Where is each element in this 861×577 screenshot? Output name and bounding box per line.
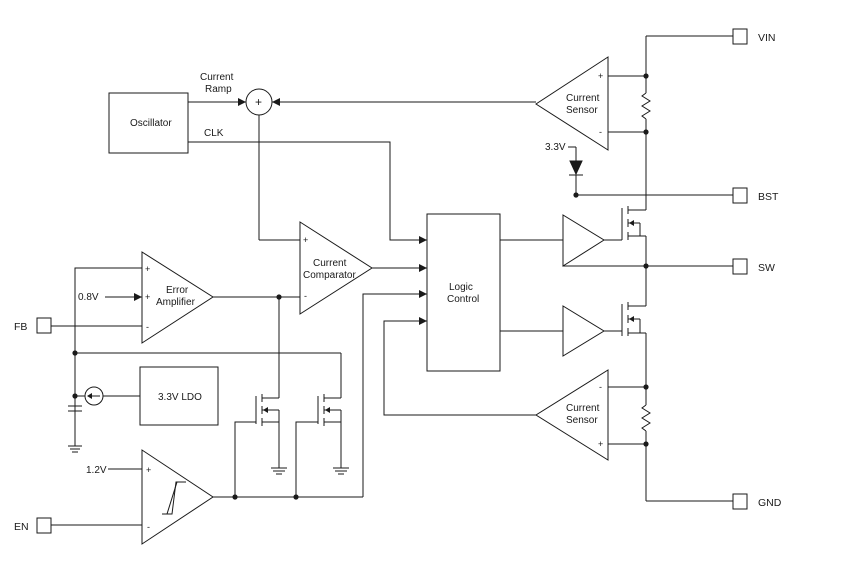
current-ramp-label: Current Ramp: [200, 72, 234, 95]
error-amplifier: + + - Error Amplifier: [141, 251, 214, 344]
ref-12v-label: 1.2V: [86, 465, 107, 476]
bootstrap-diode: 3.3V: [545, 142, 583, 195]
svg-text:Current: Current: [566, 93, 600, 104]
svg-text:+: +: [146, 465, 151, 475]
pin-fb: FB: [14, 317, 52, 334]
soft-start-capacitor: [68, 405, 82, 453]
svg-text:Current: Current: [200, 72, 234, 83]
svg-text:Comparator: Comparator: [303, 270, 356, 281]
pin-vin: VIN: [732, 28, 776, 45]
svg-text:-: -: [304, 291, 307, 301]
svg-text:-: -: [599, 382, 602, 392]
svg-text:Ramp: Ramp: [205, 84, 232, 95]
pulldown-mosfet-left: [234, 394, 287, 497]
svg-text:Amplifier: Amplifier: [156, 297, 196, 308]
svg-text:-: -: [599, 127, 602, 137]
svg-text:Oscillator: Oscillator: [130, 118, 172, 129]
pin-sw: SW: [732, 258, 775, 275]
svg-text:+: +: [598, 439, 603, 449]
current-comparator: + - Current Comparator: [299, 221, 373, 315]
high-side-gate-driver: [562, 214, 605, 267]
svg-text:Sensor: Sensor: [566, 415, 598, 426]
high-side-mosfet: [604, 206, 646, 241]
low-side-mosfet: [604, 302, 646, 336]
svg-text:+: +: [598, 71, 603, 81]
low-side-gate-driver: [562, 305, 605, 357]
svg-text:3.3V LDO: 3.3V LDO: [158, 392, 202, 403]
oscillator-block: Oscillator: [108, 92, 189, 154]
clk-wire: CLK: [188, 128, 427, 244]
ref-08v-label: 0.8V: [78, 292, 99, 303]
svg-text:+: +: [255, 95, 262, 109]
summer-wires: [188, 98, 536, 241]
pin-bst: BST: [732, 187, 779, 204]
svg-text:SW: SW: [758, 262, 775, 274]
summing-node: +: [245, 88, 273, 116]
svg-text:+: +: [303, 235, 308, 245]
svg-text:Control: Control: [447, 294, 479, 305]
current-sensor-bottom: - + Current Sensor: [535, 369, 646, 461]
pin-en: EN: [14, 517, 52, 534]
svg-text:-: -: [146, 322, 149, 332]
enable-comparator: + -: [141, 449, 214, 545]
bottom-sensor-to-logic-wire: [383, 317, 536, 416]
pin-gnd: GND: [732, 493, 782, 510]
svg-text:Sensor: Sensor: [566, 105, 598, 116]
current-sensor-top: + - Current Sensor: [535, 56, 646, 151]
svg-text:BST: BST: [758, 191, 779, 203]
svg-text:+: +: [145, 264, 150, 274]
current-source-soft-start: [72, 386, 140, 406]
svg-text:VIN: VIN: [758, 32, 776, 44]
svg-text:Current: Current: [566, 403, 600, 414]
svg-text:Error: Error: [166, 285, 189, 296]
svg-text:+: +: [145, 292, 150, 302]
svg-text:GND: GND: [758, 497, 782, 509]
svg-text:Current: Current: [313, 258, 347, 269]
supply-33v-label: 3.3V: [545, 142, 566, 153]
svg-text:CLK: CLK: [204, 128, 224, 139]
svg-text:Logic: Logic: [449, 282, 473, 293]
logic-to-drivers-wires: [500, 239, 563, 332]
pulldown-mosfet-right: [295, 394, 349, 497]
svg-text:FB: FB: [14, 321, 27, 333]
enable-wires: 1.2V: [51, 290, 427, 526]
svg-text:-: -: [147, 522, 150, 532]
error-amp-wires: 0.8V: [51, 267, 342, 444]
svg-text:EN: EN: [14, 521, 29, 533]
ldo-block: 3.3V LDO: [139, 366, 219, 426]
logic-control-block: Logic Control: [426, 213, 501, 372]
